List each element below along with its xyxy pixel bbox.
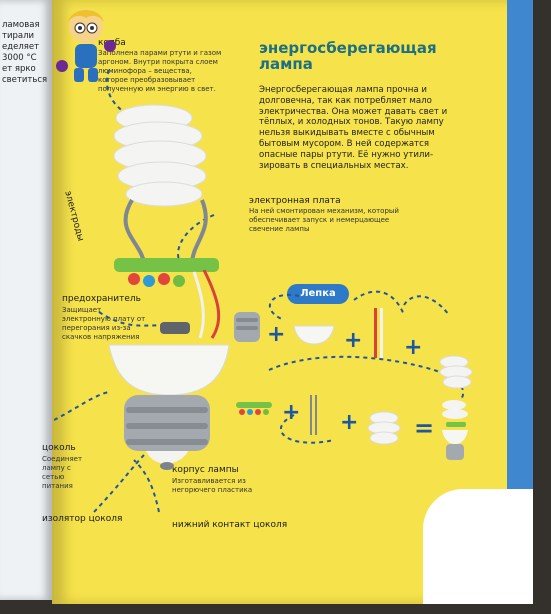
plus-sign-2: + [344, 328, 363, 353]
previous-page-text: ламовая тирали еделяет 3000 °С ет ярко с… [2, 20, 48, 85]
label-plata: электронная плата [249, 196, 341, 206]
dash-cokol [54, 391, 110, 421]
mascot-figure [56, 9, 116, 82]
lamp-spiral [113, 104, 207, 207]
plus-sign-1: + [267, 322, 286, 347]
dash-predohranitel [98, 311, 175, 329]
mini-cup [293, 325, 335, 345]
label-cokol-text: Соединяет лампу с сетью питания [42, 455, 83, 490]
page-description: Энергосберегающая лампа прочна и долгове… [259, 85, 448, 171]
lepka-badge: Лепка [287, 284, 349, 304]
result-lamp [442, 400, 468, 460]
lamp-base [124, 395, 210, 470]
white-corner-area [423, 489, 533, 604]
lamp-page: энергосберегающая лампа Энергосберегающа… [42, 0, 533, 604]
previous-page: ламовая тирали еделяет 3000 °С ет ярко с… [0, 0, 52, 600]
label-korpus: корпус лампы [172, 465, 239, 475]
label-predohranitel-text: Защищает электронную плату от перегорани… [62, 306, 146, 341]
plus-sign-5: + [340, 410, 359, 435]
dash-lepka [269, 293, 300, 321]
dash-loop-3 [268, 355, 464, 411]
label-cokol: цоколь [42, 443, 76, 453]
dash-loop-4 [280, 414, 335, 444]
lamp-body [108, 344, 230, 396]
mini-spiral [439, 355, 473, 389]
dash-kolba [105, 69, 125, 113]
dash-kontakt [133, 459, 160, 513]
label-korpus-text: Изготавливается из негорючего пластика [172, 477, 253, 494]
label-kontakt: нижний контакт цоколя [172, 520, 288, 530]
lamp-electrodes [123, 198, 208, 263]
label-predohranitel: предохранитель [62, 294, 141, 304]
fuse [160, 322, 190, 334]
illustration-layer [54, 69, 473, 513]
mini-spiral-2 [367, 411, 401, 445]
dash-loop-2 [403, 295, 450, 316]
mini-base-1 [234, 312, 260, 342]
lamp-wires [192, 269, 221, 339]
dash-izolyator [93, 454, 145, 513]
board-components [128, 273, 185, 287]
plus-sign-3: + [404, 335, 423, 360]
label-izolyator: изолятор цоколя [42, 514, 123, 524]
equals-sign: = [414, 414, 435, 442]
mini-board [236, 402, 272, 415]
mini-electrodes [310, 395, 317, 435]
dash-plata [177, 214, 215, 261]
mini-sticks [374, 308, 383, 358]
dash-loop-1 [353, 290, 405, 316]
page-title: энергосберегающая лампа [259, 39, 437, 73]
label-kolba-text: Заполнена парами ртути и газом аргоном. … [98, 49, 222, 93]
label-plata-text: На ней смонтирован механизм, который обе… [249, 207, 399, 233]
circuit-board [114, 258, 219, 272]
